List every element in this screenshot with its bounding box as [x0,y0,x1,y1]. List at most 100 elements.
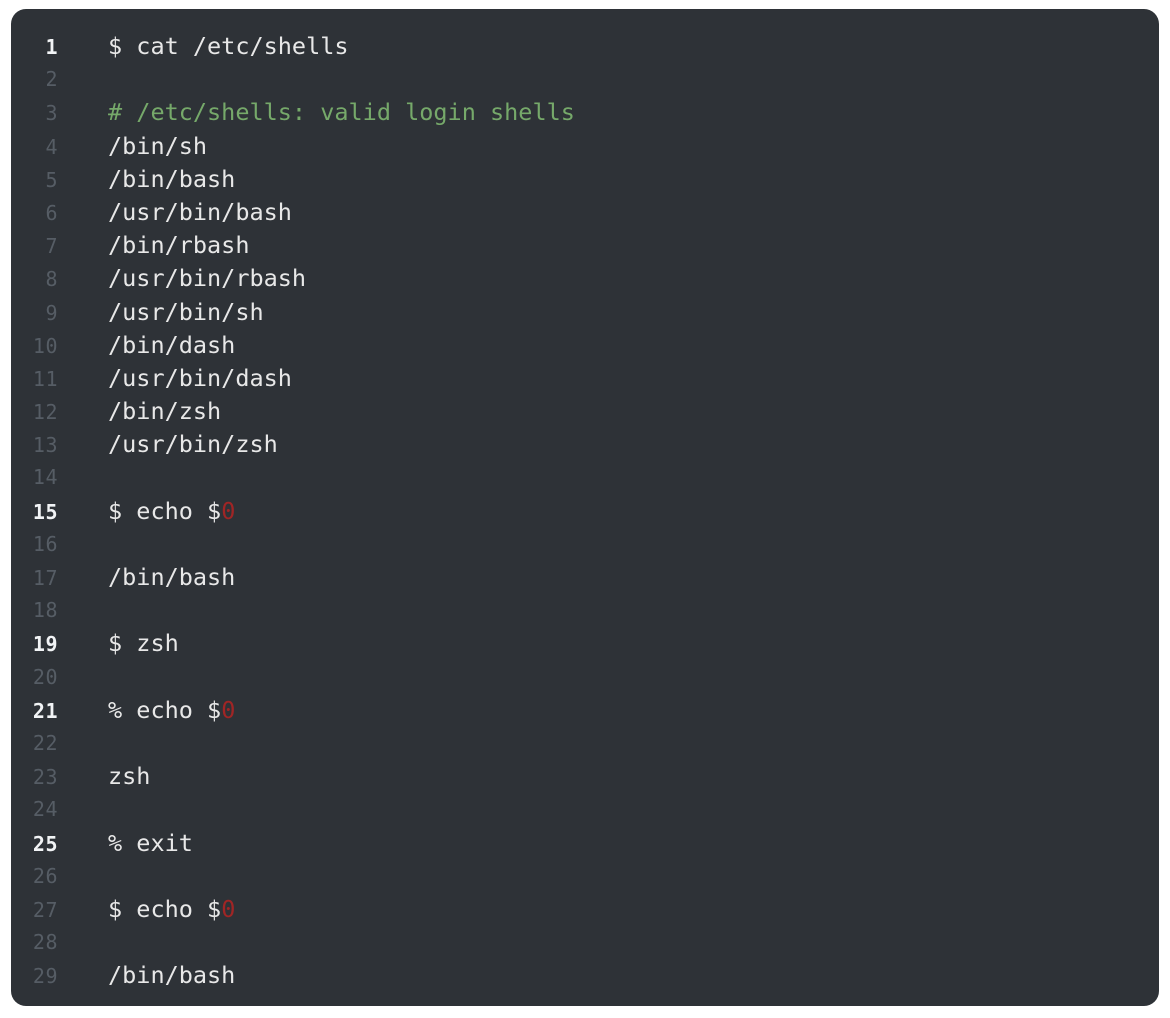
code-token-plain: /bin/rbash [108,231,250,260]
line-code: % exit [58,827,1159,860]
line-number: 16 [32,531,58,556]
line-number: 29 [32,964,58,989]
code-line[interactable]: 18 [11,594,1159,627]
line-number: 19 [32,632,58,657]
code-token-plain: $ zsh [108,629,179,658]
code-line[interactable]: 21% echo $0 [11,694,1159,727]
line-number: 2 [45,67,58,92]
code-token-plain: /bin/bash [108,164,236,193]
line-code: /bin/bash [58,163,1159,196]
line-number: 22 [32,730,58,755]
line-code: zsh [58,760,1159,793]
line-number: 26 [32,863,58,888]
code-line[interactable]: 15$ echo $0 [11,495,1159,528]
line-number: 25 [32,831,58,856]
code-line[interactable]: 11/usr/bin/dash [11,362,1159,395]
code-line[interactable]: 22 [11,727,1159,760]
code-token-plain: /usr/bin/rbash [108,264,307,293]
code-line[interactable]: 4/bin/sh [11,130,1159,163]
code-line[interactable]: 25 % exit [11,827,1159,860]
code-line[interactable]: 8/usr/bin/rbash [11,262,1159,295]
line-number: 11 [32,366,58,391]
line-code: % echo $0 [58,694,1159,727]
code-line[interactable]: 2 [11,63,1159,96]
code-line[interactable]: 26 [11,860,1159,893]
line-code: /bin/zsh [58,395,1159,428]
code-token-comment: # /etc/shells: valid login shells [108,98,575,127]
code-line[interactable]: 28 [11,926,1159,959]
line-number: 18 [32,598,58,623]
line-code: /bin/sh [58,130,1159,163]
line-number: 4 [45,134,58,159]
code-line[interactable]: 20 [11,661,1159,694]
line-number: 27 [32,897,58,922]
code-line[interactable]: 27$ echo $0 [11,893,1159,926]
line-number: 20 [32,664,58,689]
line-number: 17 [32,566,58,590]
code-line[interactable]: 24 [11,793,1159,826]
code-line[interactable]: 13/usr/bin/zsh [11,428,1159,461]
code-token-plain: /bin/dash [108,330,236,359]
code-token-var: 0 [221,894,236,923]
line-number: 6 [45,200,58,225]
line-number: 24 [32,797,58,822]
line-code: /usr/bin/dash [58,362,1159,395]
line-number: 15 [32,499,58,524]
line-code: /bin/bash [58,561,1159,594]
code-token-plain: $ cat /etc/shells [108,32,349,60]
code-line[interactable]: 1 $ cat /etc/shells [11,30,1159,63]
line-code: /usr/bin/sh [58,296,1159,329]
code-line[interactable]: 19 $ zsh [11,627,1159,660]
code-token-var: 0 [221,695,236,724]
code-token-var: 0 [221,496,236,525]
code-token-plain: zsh [108,762,151,791]
line-number: 5 [45,167,58,192]
code-line[interactable]: 5/bin/bash [11,163,1159,196]
code-line[interactable]: 14 [11,461,1159,494]
line-code: /bin/dash [58,329,1159,362]
line-code: /usr/bin/zsh [58,428,1159,461]
line-code: $ echo $0 [58,495,1159,528]
line-number: 3 [45,101,58,126]
line-code: /usr/bin/bash [58,196,1159,229]
code-token-plain: /usr/bin/dash [108,363,292,392]
code-token-plain: /bin/zsh [108,397,222,426]
code-line[interactable]: 9/usr/bin/sh [11,296,1159,329]
code-line[interactable]: 12/bin/zsh [11,395,1159,428]
code-line[interactable]: 10/bin/dash [11,329,1159,362]
code-token-plain: % echo $ [108,695,222,724]
code-token-plain: /bin/sh [108,131,208,160]
line-number: 23 [32,765,58,790]
code-line[interactable]: 6/usr/bin/bash [11,196,1159,229]
line-code: # /etc/shells: valid login shells [58,96,1159,129]
line-number: 8 [45,267,58,292]
code-token-plain: /usr/bin/zsh [108,430,278,459]
code-token-plain: $ echo $ [108,496,222,525]
code-line[interactable]: 29/bin/bash [11,959,1159,992]
code-token-plain: % exit [108,828,193,857]
line-number: 10 [32,333,58,358]
line-number: 12 [32,400,58,425]
line-number: 14 [32,465,58,490]
code-line[interactable]: 16 [11,528,1159,561]
line-number: 1 [45,35,58,59]
code-line[interactable]: 17/bin/bash [11,561,1159,594]
code-line[interactable]: 7/bin/rbash [11,229,1159,262]
line-number: 9 [45,300,58,325]
line-number: 21 [32,698,58,723]
code-line[interactable]: 23 zsh [11,760,1159,793]
code-token-plain: /bin/bash [108,961,236,990]
code-token-plain: /usr/bin/bash [108,197,292,226]
line-number: 13 [32,433,58,458]
line-code: /bin/rbash [58,229,1159,262]
line-code: $ echo $0 [58,893,1159,926]
line-code: $ zsh [58,627,1159,660]
line-number: 28 [32,930,58,955]
line-code: /bin/bash [58,959,1159,992]
line-number: 7 [45,234,58,259]
code-line[interactable]: 3 # /etc/shells: valid login shells [11,96,1159,129]
code-token-plain: /bin/bash [108,563,236,591]
line-code: /usr/bin/rbash [58,262,1159,295]
